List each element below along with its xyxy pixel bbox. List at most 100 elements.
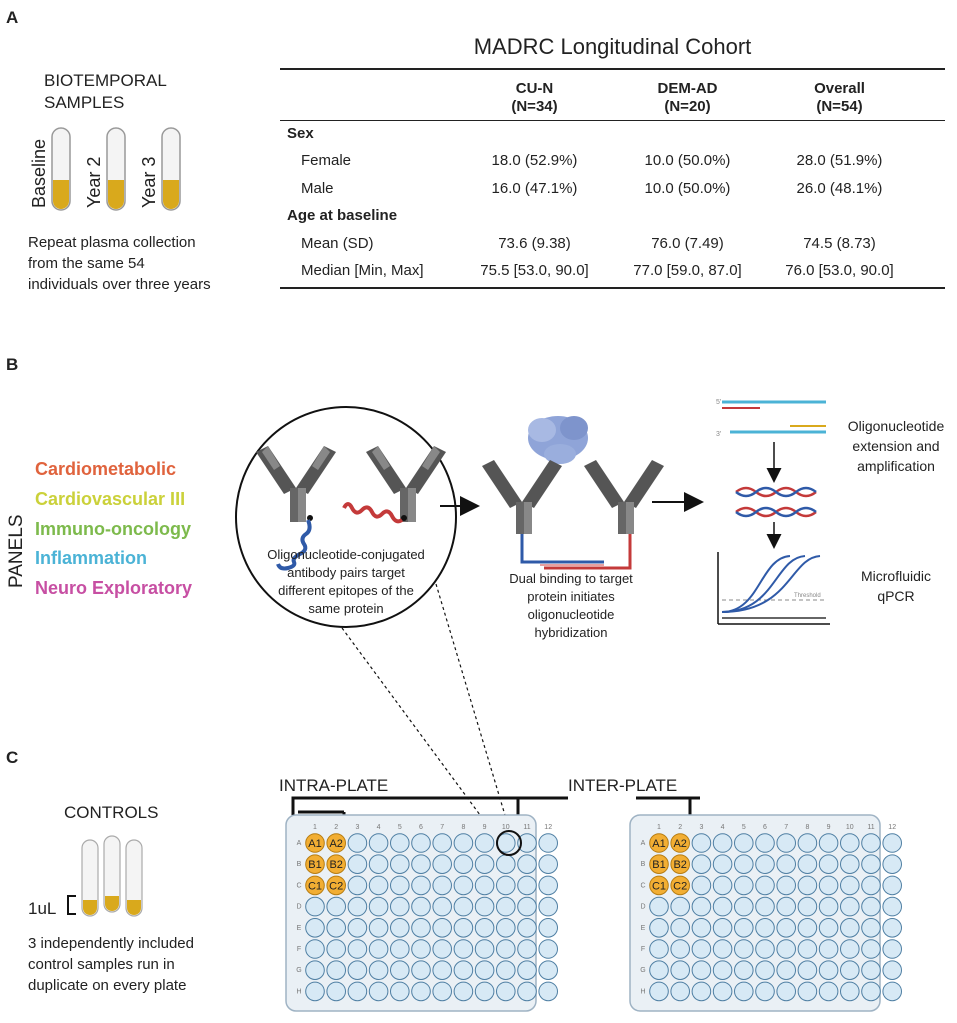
plate-well <box>776 833 797 853</box>
plate-well <box>670 918 691 938</box>
plate-well <box>797 918 818 938</box>
plate-well <box>496 854 516 875</box>
plate-well <box>882 896 903 917</box>
row-letter: G <box>296 967 301 974</box>
blue-hybrid-strand <box>520 534 604 564</box>
plate-well <box>517 981 537 1002</box>
tube-year3: Year 3 <box>139 127 181 211</box>
controls-title: CONTROLS <box>64 803 159 822</box>
biotemporal-title: BIOTEMPORAL SAMPLES <box>44 70 167 114</box>
col-header-name: CU-N <box>515 80 554 97</box>
plate-well <box>712 896 733 917</box>
plate-well <box>496 875 516 896</box>
plate-well <box>861 875 881 896</box>
plate-well <box>474 833 495 853</box>
plate-well <box>432 833 453 853</box>
plate-well <box>538 918 559 938</box>
plate-well <box>517 939 537 959</box>
plate-well <box>691 854 712 875</box>
control-well-label: A1 <box>652 838 665 850</box>
plate-well <box>882 981 903 1002</box>
control-tubes-illustration <box>67 835 143 917</box>
column-number: 9 <box>827 824 831 831</box>
table-cell: 10.0 (50.0%) <box>644 152 731 169</box>
plate-well <box>305 960 325 981</box>
inter-plate-label: INTER-PLATE <box>568 776 678 795</box>
plate-well <box>305 918 325 938</box>
circle-caption-line: antibody pairs target <box>287 565 405 580</box>
biotemporal-title-line1: BIOTEMPORAL <box>44 71 167 90</box>
plate-well <box>861 939 881 959</box>
panel-b-label: B <box>6 355 19 374</box>
plate-well <box>432 939 453 959</box>
column-number: 12 <box>888 824 896 831</box>
plate-well <box>734 939 754 959</box>
plate-well <box>755 875 775 896</box>
table-top-rule <box>280 68 945 70</box>
plate-well <box>861 896 881 917</box>
plate-well <box>496 960 516 981</box>
biotemporal-caption-line: from the same 54 <box>28 255 145 272</box>
row-letter: D <box>296 904 301 911</box>
row-letter: H <box>640 988 645 995</box>
plate-well <box>691 939 712 959</box>
plate-well <box>411 939 431 959</box>
plate-well <box>411 833 431 853</box>
plate-well <box>712 918 733 938</box>
plate-well <box>861 833 881 853</box>
control-well-label: C1 <box>652 880 666 892</box>
panel-inflammation: Inflammation <box>35 548 148 568</box>
plate-well <box>496 981 516 1002</box>
qpcr-caption: Microfluidic qPCR <box>846 566 946 606</box>
plate-well <box>390 875 410 896</box>
plate-well <box>390 960 410 981</box>
table-cell: 10.0 (50.0%) <box>644 180 731 197</box>
plate-well <box>453 960 474 981</box>
col-header-name: Overall <box>814 80 865 97</box>
column-number: 11 <box>523 824 530 831</box>
plate-well <box>538 896 559 917</box>
plate-well <box>368 896 389 917</box>
control-well-label: C1 <box>308 880 322 892</box>
plate-well <box>882 939 903 959</box>
biotemporal-title-line2: SAMPLES <box>44 93 125 112</box>
plate-well <box>691 981 712 1002</box>
plate-well <box>840 854 860 875</box>
plate-well <box>840 896 860 917</box>
plate-well <box>797 854 818 875</box>
controls-caption-line: duplicate on every plate <box>28 977 187 994</box>
control-tube-icon <box>125 839 143 917</box>
plate-well <box>712 833 733 853</box>
plate-well <box>797 875 818 896</box>
panel-cardiovascular-iii: Cardiovascular III <box>35 489 186 509</box>
control-well-label: B2 <box>673 859 686 871</box>
plate-well <box>538 854 559 875</box>
intra-plate-label: INTRA-PLATE <box>279 776 389 795</box>
plate-well <box>882 854 903 875</box>
panels-heading: PANELS <box>6 514 27 588</box>
plate-well <box>411 854 431 875</box>
plate-well <box>326 939 347 959</box>
plate-well <box>755 960 775 981</box>
plate-well <box>691 896 712 917</box>
tube-baseline: Baseline <box>29 127 71 211</box>
plate-well <box>347 939 368 959</box>
control-well <box>326 854 347 875</box>
table-cell: 77.0 [59.0, 87.0] <box>633 262 742 279</box>
plate-well <box>776 854 797 875</box>
plate-well <box>818 981 839 1002</box>
extension-caption-line: extension and <box>852 438 940 454</box>
col-header-demad: DEM-AD (N=20) <box>620 80 755 116</box>
control-well-label: A1 <box>308 838 321 850</box>
plate-well <box>453 918 474 938</box>
row-letter: A <box>297 840 302 847</box>
col-header-overall: Overall (N=54) <box>772 80 907 116</box>
plate-well <box>538 981 559 1002</box>
row-letter: G <box>640 967 645 974</box>
table-bottom-rule <box>280 287 945 289</box>
panel-cardiometabolic: Cardiometabolic <box>35 459 177 479</box>
plate-well <box>347 960 368 981</box>
plate-well <box>649 981 669 1002</box>
plate-well <box>453 981 474 1002</box>
